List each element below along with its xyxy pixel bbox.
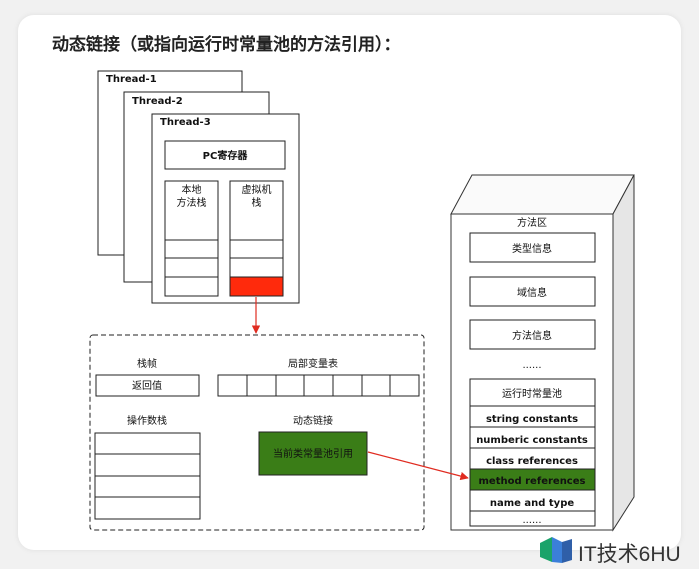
method-area-label: 方法区 [517, 216, 547, 229]
dynamic-linking-label: 动态链接 [293, 414, 333, 427]
pool-entry-class: class references [486, 456, 578, 467]
native-stack-label-2: 方法栈 [177, 196, 207, 209]
pc-register-box [164, 140, 286, 170]
reference-arrow [367, 451, 469, 481]
watermark-logo-icon [540, 537, 572, 563]
stack-frame-label: 栈帧 [137, 357, 157, 370]
thread-2-label: Thread-2 [132, 96, 183, 107]
watermark-text: IT技术6HU [578, 543, 681, 566]
type-info-label: 类型信息 [512, 242, 552, 255]
field-info-label: 域信息 [517, 286, 547, 299]
pool-entry-method: method references [479, 476, 586, 487]
stack-frame-box [89, 334, 425, 531]
const-pool-ref-label: 当前类常量池引用 [273, 447, 353, 460]
method-area-ellipsis: ...... [522, 360, 541, 371]
field-info-box [469, 276, 596, 307]
method-info-box [469, 319, 596, 350]
thread-1-label: Thread-1 [106, 74, 157, 85]
operand-stack [94, 432, 201, 520]
pool-entry-string: string constants [486, 414, 578, 425]
local-vars-table [217, 374, 420, 397]
return-value-label: 返回值 [132, 379, 162, 392]
thread-3-label: Thread-3 [160, 117, 211, 128]
type-info-box [469, 232, 596, 263]
watermark: IT技术6HU [538, 534, 698, 566]
pool-entry-numeric: numberic constants [476, 435, 588, 446]
vm-stack-label-2: 栈 [252, 196, 262, 209]
pool-entry-ellipsis: ...... [522, 515, 541, 526]
page-title: 动态链接（或指向运行时常量池的方法引用）： [52, 35, 401, 55]
runtime-constant-pool [469, 378, 596, 527]
pc-register-label: PC寄存器 [203, 149, 249, 162]
const-pool-ref-box [258, 431, 368, 476]
method-info-label: 方法信息 [512, 329, 552, 342]
vm-stack-label-1: 虚拟机 [242, 183, 272, 196]
pool-entry-name-type: name and type [490, 498, 575, 509]
current-frame-highlight [229, 276, 284, 297]
native-stack-label-1: 本地 [182, 183, 202, 196]
local-vars-label: 局部变量表 [288, 357, 338, 370]
operand-stack-label: 操作数栈 [127, 414, 167, 427]
runtime-pool-label: 运行时常量池 [502, 387, 562, 400]
return-value-box [95, 374, 200, 397]
